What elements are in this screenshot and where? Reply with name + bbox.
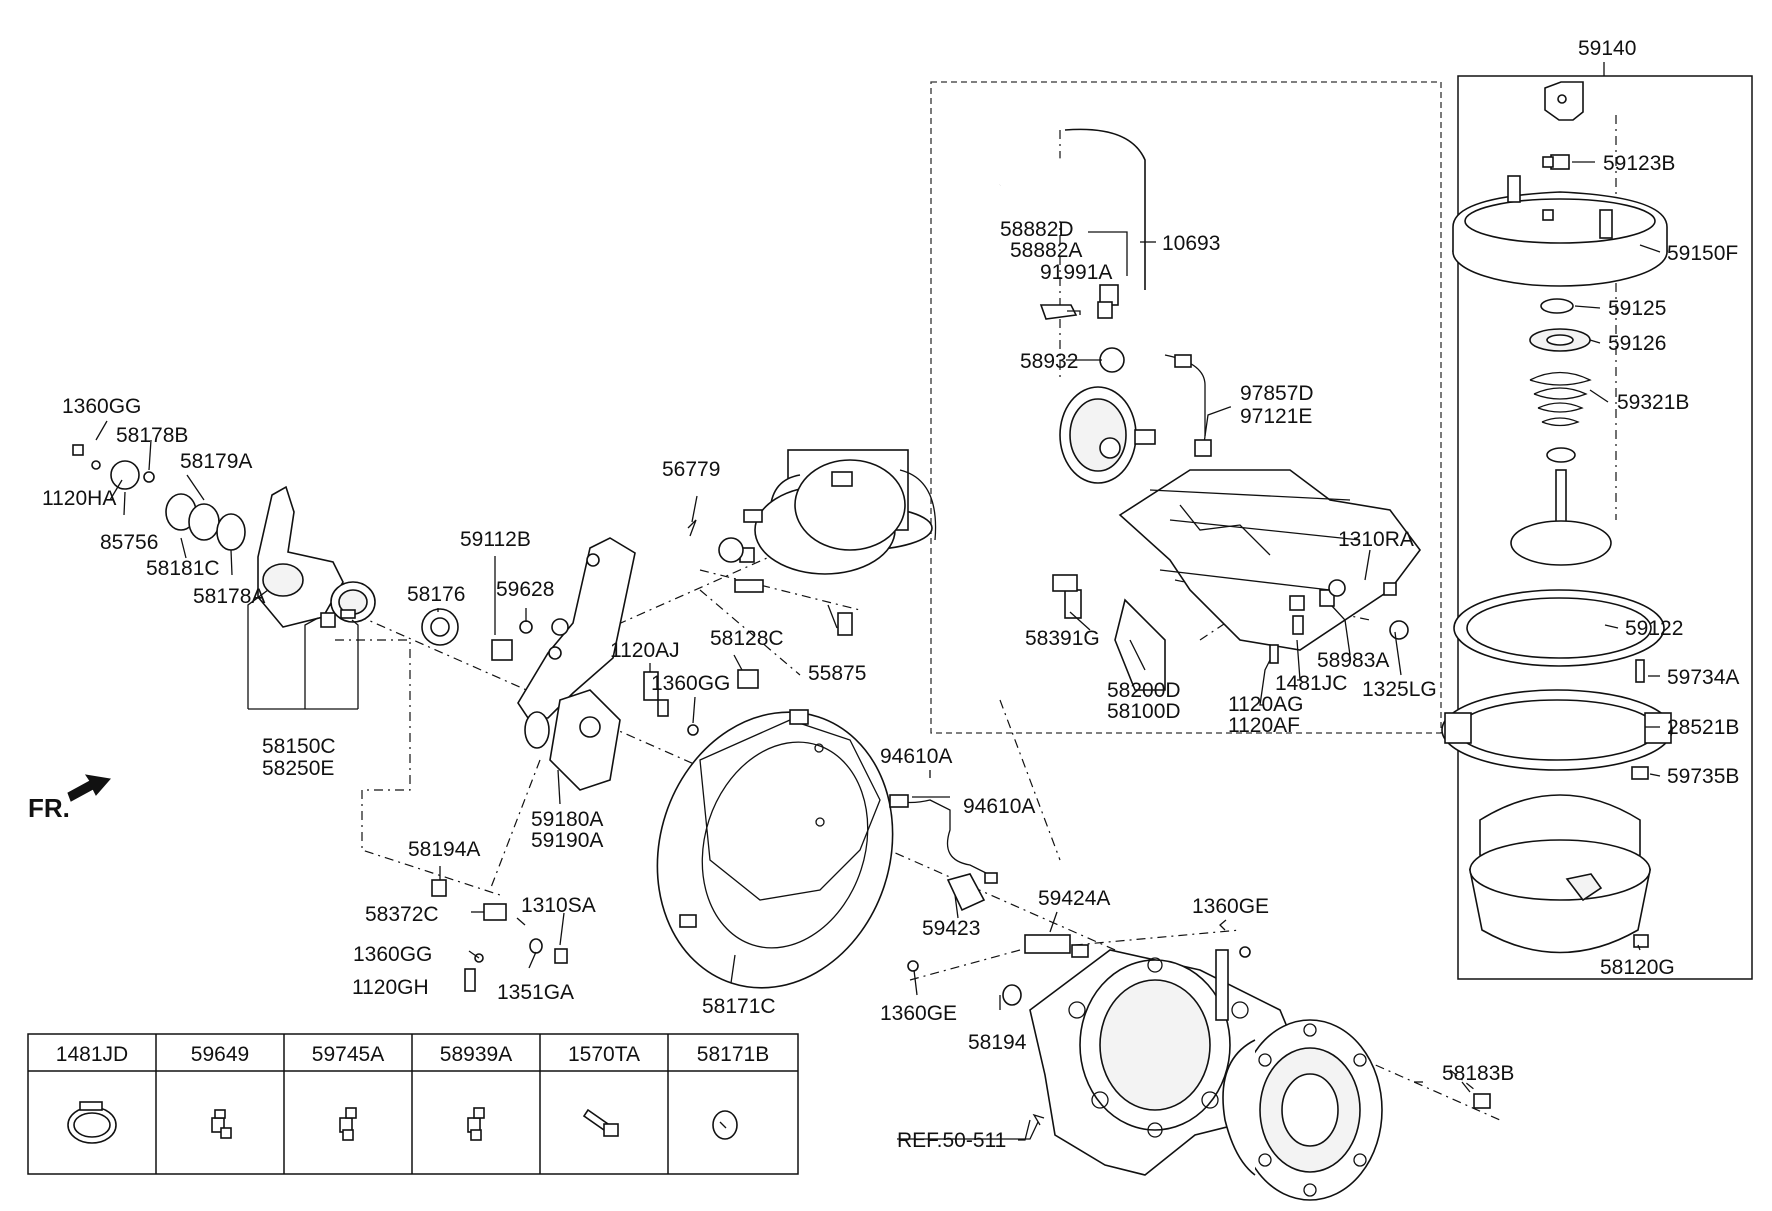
callout-58194: 58194 xyxy=(968,1031,1027,1054)
callout-1360GG-a: 1360GG xyxy=(62,395,141,418)
dust-shield xyxy=(656,709,894,989)
steering-knuckle xyxy=(72,444,533,661)
callout-55875: 55875 xyxy=(808,662,866,685)
callout-58176: 58176 xyxy=(407,583,465,606)
callout-1120HA: 1120HA xyxy=(42,487,116,510)
callout-1481JC: 1481JC xyxy=(1275,672,1347,695)
callout-56779: 56779 xyxy=(662,458,720,481)
legend-header-1570TA: 1570TA xyxy=(568,1043,640,1066)
leader-lines xyxy=(95,161,1661,1141)
callout-58983A: 58983A xyxy=(1317,649,1389,672)
callout-59112B: 59112B xyxy=(460,528,531,551)
callout-58882D: 58882D xyxy=(1000,218,1074,241)
front-direction-indicator: FR. xyxy=(28,774,111,823)
callout-59122: 59122 xyxy=(1625,617,1683,640)
callout-85756: 85756 xyxy=(100,531,158,554)
callout-58250E: 58250E xyxy=(262,757,334,780)
callout-1360GE-a: 1360GE xyxy=(1192,895,1269,918)
elbow-fitting-icon xyxy=(339,1107,357,1141)
callout-59321B: 59321B xyxy=(1617,391,1689,414)
callout-59734A: 59734A xyxy=(1667,666,1739,689)
callout-58181C: 58181C xyxy=(146,557,220,580)
elbow-fitting-icon xyxy=(467,1107,485,1141)
spring-brake-chamber xyxy=(687,449,937,636)
caliper-assembly xyxy=(995,128,1421,691)
brake-bracket-arm xyxy=(517,537,636,791)
legend-header-58939A: 58939A xyxy=(440,1043,512,1066)
callout-1120AF: 1120AF xyxy=(1228,714,1300,737)
legend-header-59649: 59649 xyxy=(191,1043,249,1066)
callout-59125: 59125 xyxy=(1608,297,1666,320)
callout-58150C: 58150C xyxy=(262,735,336,758)
callout-1120AJ: 1120AJ xyxy=(610,639,680,662)
hose-clamp-icon xyxy=(67,1101,117,1144)
callout-59180A: 59180A xyxy=(531,808,603,831)
legend-header-1481JD: 1481JD xyxy=(56,1043,128,1066)
callout-58120G: 58120G xyxy=(1600,956,1675,979)
callout-94610A-a: 94610A xyxy=(880,745,952,768)
callout-58372C: 58372C xyxy=(365,903,439,926)
callout-58183B: 58183B xyxy=(1442,1062,1514,1085)
callout-labels: 59140 59123B 59150F 59125 59126 59321B 5… xyxy=(42,37,1739,1152)
callout-59140: 59140 xyxy=(1578,37,1636,60)
legend-header-59745A: 59745A xyxy=(312,1043,384,1066)
brake-chamber-stack xyxy=(1441,81,1673,954)
callout-58128C: 58128C xyxy=(710,627,784,650)
caliper-assembly-box xyxy=(930,81,1442,734)
callout-58178A: 58178A xyxy=(193,585,265,608)
brake-chamber-assembly-box xyxy=(1457,75,1753,980)
callout-1360GG-c: 1360GG xyxy=(353,943,432,966)
callout-58179A: 58179A xyxy=(180,450,252,473)
callout-59123B: 59123B xyxy=(1603,152,1675,175)
callout-58171C: 58171C xyxy=(702,995,776,1018)
washer-icon xyxy=(712,1110,738,1140)
callout-1360GG-b: 1360GG xyxy=(651,672,730,695)
callout-59423: 59423 xyxy=(922,917,980,940)
callout-58200D: 58200D xyxy=(1107,679,1181,702)
callout-1310RA: 1310RA xyxy=(1338,528,1414,551)
callout-58932: 58932 xyxy=(1020,350,1078,373)
callout-58178B: 58178B xyxy=(116,424,188,447)
callout-94610A-b: 94610A xyxy=(963,795,1035,818)
callout-58100D: 58100D xyxy=(1107,700,1181,723)
callout-1351GA: 1351GA xyxy=(497,981,574,1004)
callout-1325LG: 1325LG xyxy=(1362,678,1437,701)
callout-1310SA: 1310SA xyxy=(521,894,596,917)
small-hardware xyxy=(431,669,1491,1109)
callout-97857D: 97857D xyxy=(1240,382,1314,405)
fr-label: FR. xyxy=(28,793,70,823)
callout-1120AG: 1120AG xyxy=(1228,693,1304,716)
legend-header-58171B: 58171B xyxy=(697,1043,769,1066)
callout-ref-50-511: REF.50-511 xyxy=(897,1129,1006,1152)
callout-59735B: 59735B xyxy=(1667,765,1739,788)
callout-59126: 59126 xyxy=(1608,332,1666,355)
callout-58194A: 58194A xyxy=(408,838,480,861)
callout-10693: 10693 xyxy=(1162,232,1220,255)
stud-icon xyxy=(582,1108,619,1137)
callout-59150F: 59150F xyxy=(1667,242,1738,265)
callout-28521B: 28521B xyxy=(1667,716,1739,739)
legend-table: 1481JD 59649 59745A 58939A 1570TA 58171B xyxy=(27,1033,799,1175)
callout-59190A: 59190A xyxy=(531,829,603,852)
callout-1120GH: 1120GH xyxy=(352,976,429,999)
callout-97121E: 97121E xyxy=(1240,405,1312,428)
callout-1360GE-b: 1360GE xyxy=(880,1002,957,1025)
callout-58391G: 58391G xyxy=(1025,627,1100,650)
callout-91991A: 91991A xyxy=(1040,261,1112,284)
fitting-icon xyxy=(211,1109,232,1139)
callout-59628: 59628 xyxy=(496,578,554,601)
callout-58882A: 58882A xyxy=(1010,239,1082,262)
wheel-hub xyxy=(1222,1019,1383,1201)
callout-59424A: 59424A xyxy=(1038,887,1110,910)
